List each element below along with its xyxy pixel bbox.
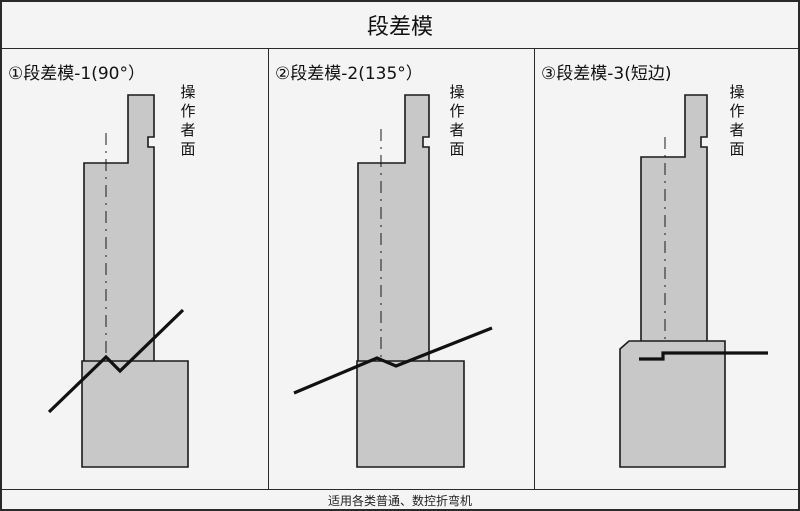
lower-die bbox=[619, 340, 726, 468]
panel-step-die-3: ③段差模-3(短边) 操作者面 bbox=[534, 49, 798, 489]
operator-side-label: 操作者面 bbox=[449, 83, 465, 158]
workpiece-sheet bbox=[293, 326, 493, 395]
workpiece-sheet bbox=[639, 351, 768, 361]
upper-punch bbox=[640, 94, 708, 354]
upper-punch bbox=[357, 94, 430, 368]
panel-step-die-2: ②段差模-2(135°） 操作者面 bbox=[268, 49, 534, 489]
upper-punch bbox=[83, 94, 155, 366]
lower-die bbox=[356, 360, 465, 468]
workpiece-sheet bbox=[47, 308, 185, 414]
die-drawing bbox=[619, 94, 768, 468]
panel-step-die-1: ①段差模-1(90°） 操作者面 bbox=[2, 49, 268, 489]
footer-note: 适用各类普通、数控折弯机 bbox=[2, 489, 798, 510]
panel-label: ①段差模-1(90°） bbox=[8, 64, 145, 84]
diagram-title: 段差模 bbox=[2, 2, 798, 49]
lower-die bbox=[81, 360, 189, 468]
die-drawing bbox=[293, 94, 493, 468]
operator-side-label: 操作者面 bbox=[729, 83, 745, 158]
operator-side-label: 操作者面 bbox=[180, 83, 196, 158]
panel-label: ③段差模-3(短边) bbox=[541, 64, 672, 84]
panel-label: ②段差模-2(135°） bbox=[275, 64, 423, 84]
die-drawing bbox=[47, 94, 189, 468]
